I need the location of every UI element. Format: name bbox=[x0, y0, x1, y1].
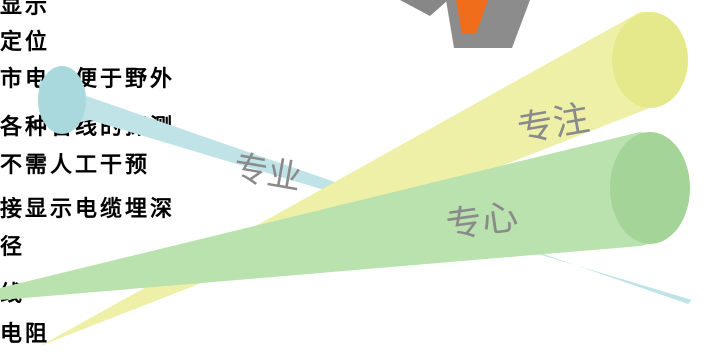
cone-base bbox=[38, 66, 86, 134]
corner-arrow-icon bbox=[400, 0, 530, 48]
cone-zhuanxin: 专心 bbox=[0, 132, 690, 300]
text-line: 电阻 bbox=[0, 322, 51, 347]
text-line: 显示 bbox=[0, 0, 51, 19]
cone-label: 专心 bbox=[444, 196, 521, 247]
cone-base bbox=[610, 132, 690, 244]
cone-base bbox=[612, 12, 688, 108]
text-line: 接显示电缆埋深 bbox=[0, 197, 176, 222]
text-line: 定位 bbox=[0, 30, 51, 55]
text-line: 市电，便于野外 bbox=[0, 67, 176, 92]
cone-label: 专业 bbox=[230, 147, 304, 198]
cone-body bbox=[39, 80, 693, 304]
text-line: 不需人工干预 bbox=[0, 153, 151, 178]
text-line: 径 bbox=[0, 235, 26, 260]
cone-body bbox=[0, 132, 685, 300]
